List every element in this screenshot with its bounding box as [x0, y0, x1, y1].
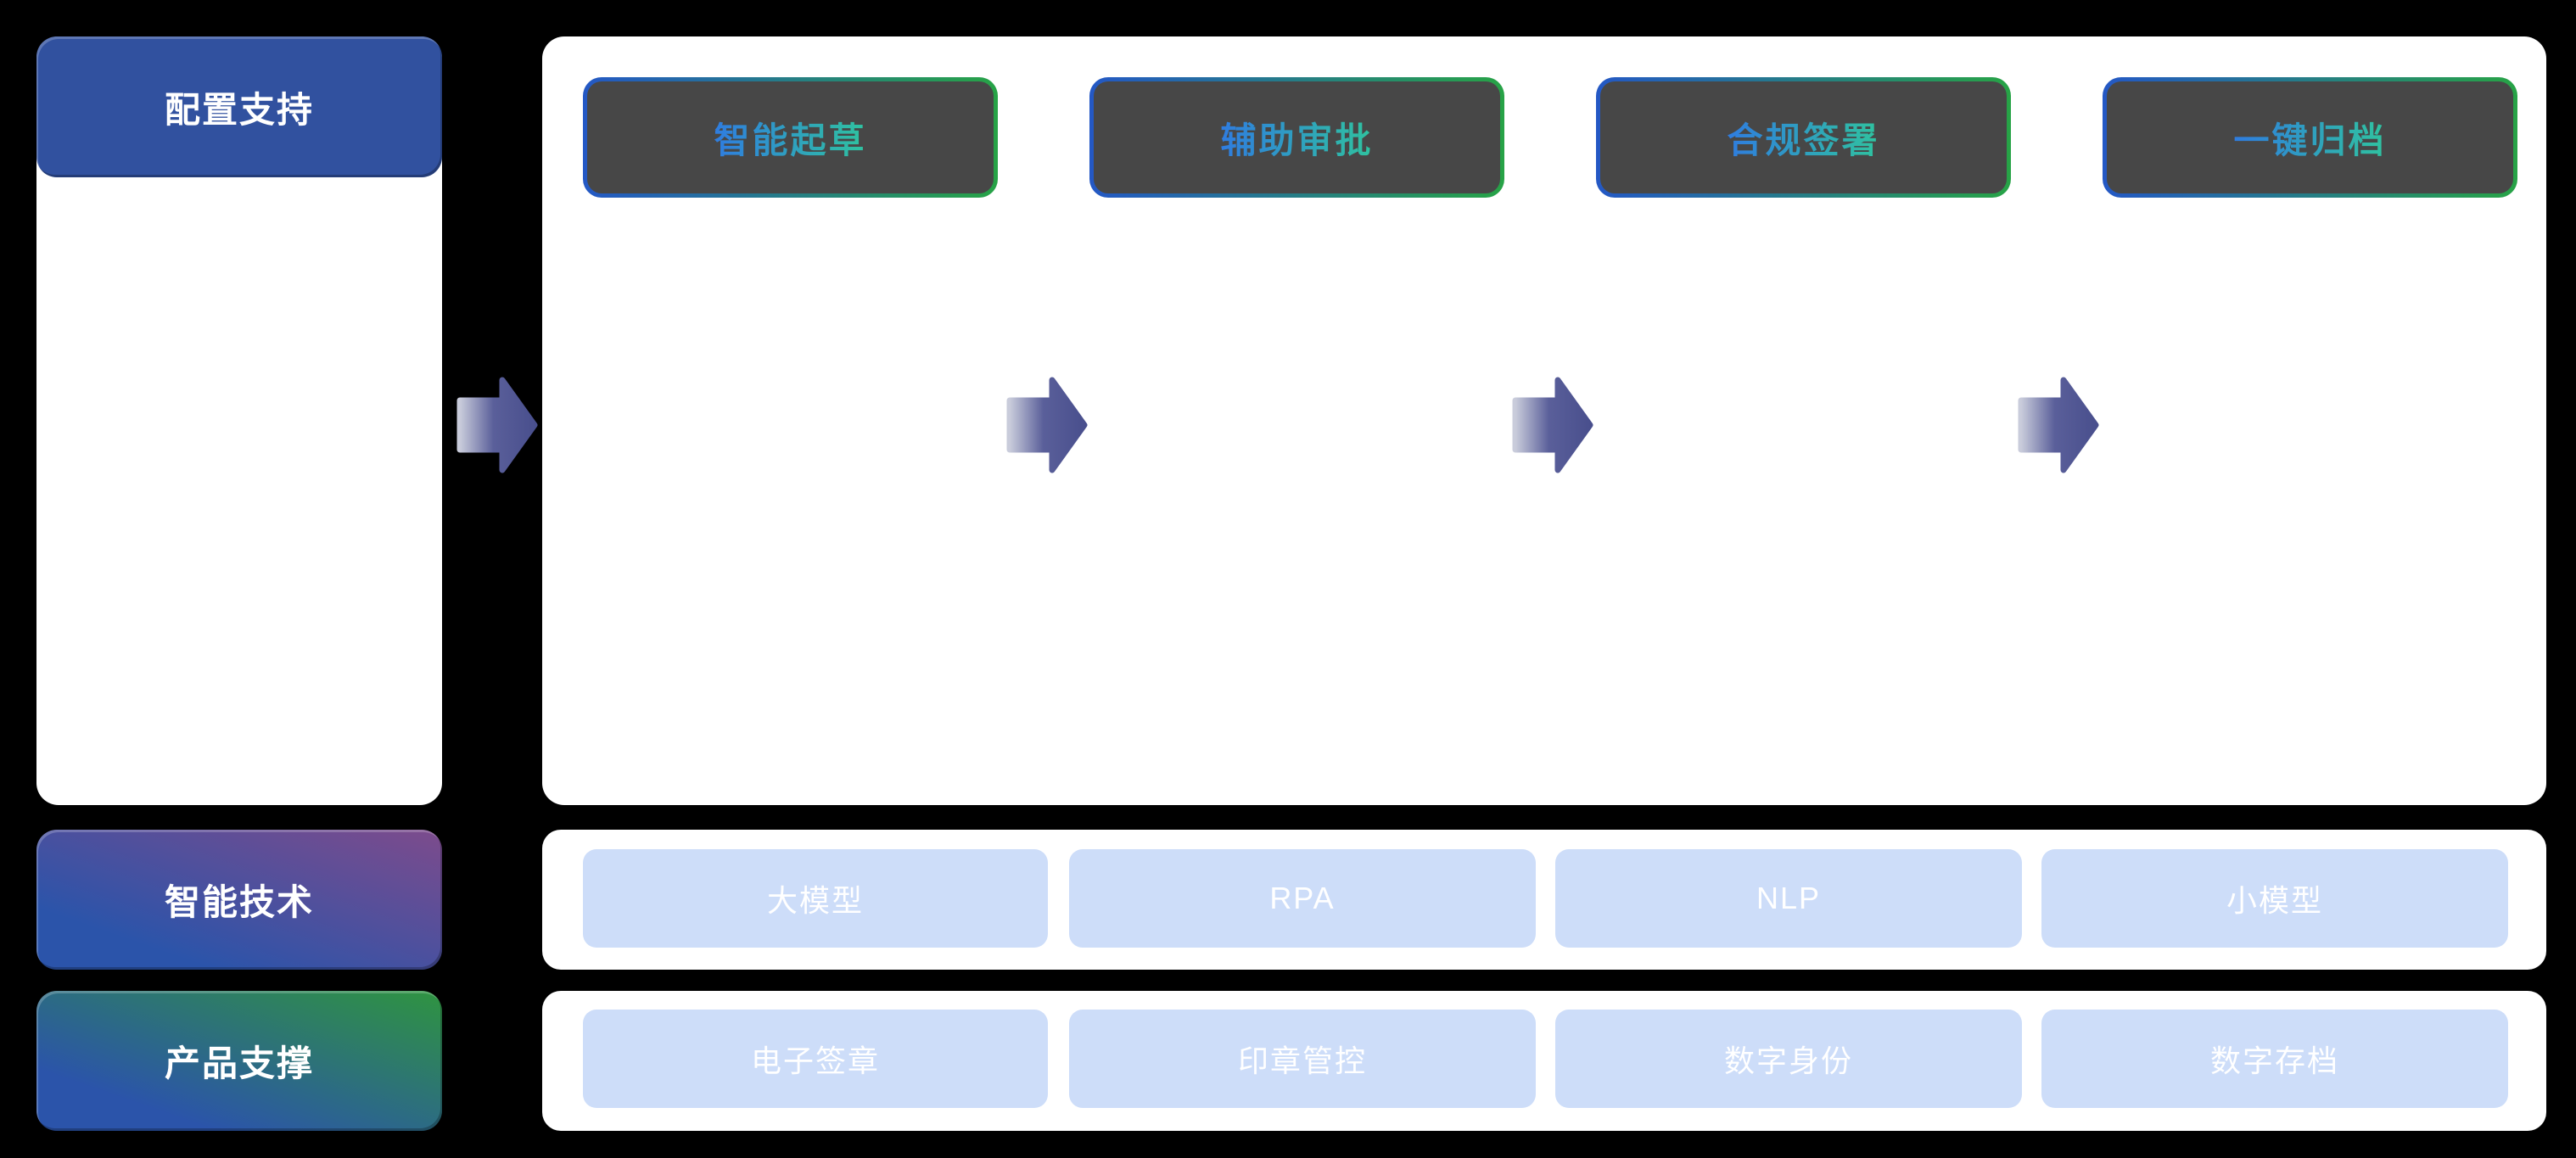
chip-label: NLP [1756, 881, 1822, 915]
arrow-right-icon [456, 377, 538, 473]
chip-label: 印章管控 [1237, 1043, 1367, 1078]
flow-step-compliant-signing: 合规签署 [1596, 77, 2011, 198]
flow-step-one-click-archive: 一键归档 [2103, 77, 2517, 198]
arrow-right-icon [2018, 377, 2099, 473]
sidebar-config-label: 配置支持 [164, 89, 314, 130]
sidebar-tech-label: 智能技术 [164, 882, 314, 922]
flow-step-label: 一键归档 [2233, 112, 2386, 164]
product-chip-digital-identity: 数字身份 [1555, 1010, 2022, 1108]
sidebar-item-config-support: 配置支持 [36, 36, 442, 177]
flow-step-label: 辅助审批 [1220, 112, 1373, 164]
chip-label: 大模型 [766, 883, 864, 918]
chip-label: 电子签章 [750, 1043, 880, 1078]
sidebar-item-product-support: 产品支撑 [36, 991, 442, 1131]
sidebar-product-label: 产品支撑 [164, 1043, 314, 1083]
arrow-right-icon [1512, 377, 1593, 473]
tech-chip-large-model: 大模型 [583, 849, 1048, 948]
arrow-right-icon [1006, 377, 1088, 473]
flow-step-label: 智能起草 [714, 112, 866, 164]
chip-label: 数字存档 [2209, 1043, 2339, 1078]
product-chip-e-signature: 电子签章 [583, 1010, 1048, 1108]
flow-step-assisted-approval: 辅助审批 [1089, 77, 1504, 198]
chip-label: 数字身份 [1723, 1043, 1853, 1078]
chip-label: RPA [1269, 881, 1336, 915]
tech-chip-small-model: 小模型 [2041, 849, 2508, 948]
product-chip-digital-archive: 数字存档 [2041, 1010, 2508, 1108]
sidebar-item-intelligent-tech: 智能技术 [36, 830, 442, 970]
chip-label: 小模型 [2226, 883, 2323, 918]
tech-chip-nlp: NLP [1555, 849, 2022, 948]
flow-step-label: 合规签署 [1727, 112, 1879, 164]
tech-chip-rpa: RPA [1069, 849, 1536, 948]
flow-step-smart-drafting: 智能起草 [583, 77, 998, 198]
product-chip-seal-control: 印章管控 [1069, 1010, 1536, 1108]
